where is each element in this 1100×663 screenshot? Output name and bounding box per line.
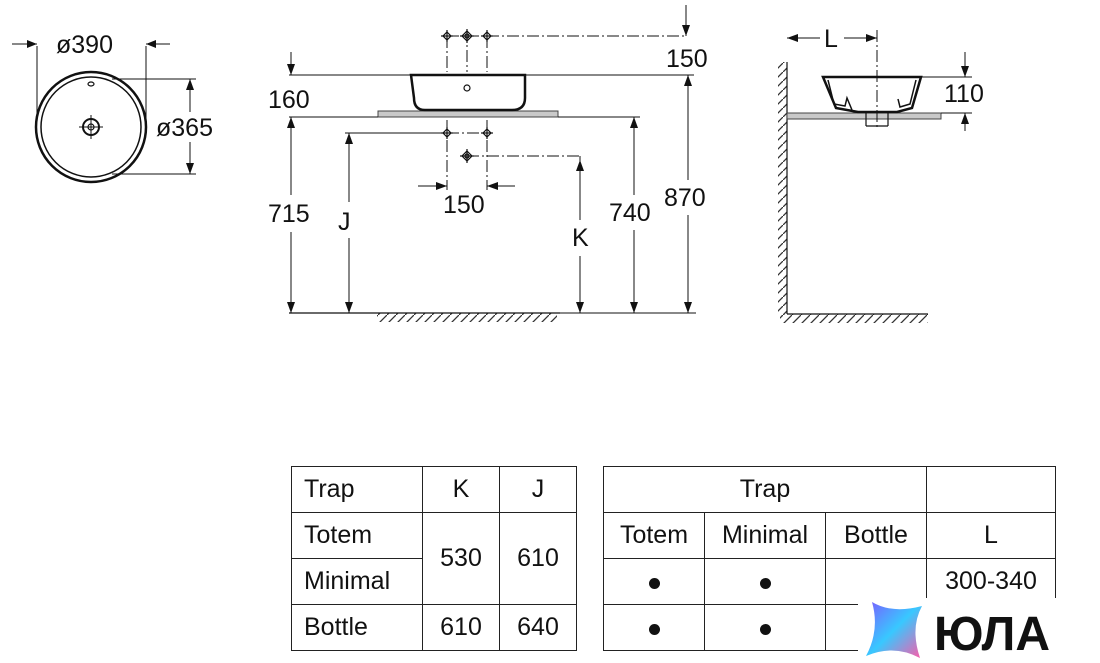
side-floor-hatch	[780, 314, 928, 323]
wall-hatch	[778, 62, 787, 316]
dim-110: 110	[944, 80, 984, 108]
dot-minimal-2	[704, 604, 826, 651]
header-minimal: Minimal	[704, 512, 826, 559]
dim-150-top: 150	[666, 45, 708, 73]
dot-totem-2	[603, 604, 705, 651]
countertop	[377, 110, 559, 118]
watermark-logo: ЮЛА	[858, 598, 1100, 663]
overflow-hole-front	[463, 84, 471, 92]
l-range: 300-340	[926, 558, 1056, 605]
row-bottle: Bottle	[291, 604, 423, 651]
bullet-icon	[759, 624, 771, 635]
j-bottle: 640	[499, 604, 577, 651]
outer-diameter-label: ø390	[56, 31, 113, 59]
bullet-icon	[648, 624, 660, 635]
dim-870: 870	[664, 184, 706, 212]
k-bottle: 610	[422, 604, 500, 651]
side-countertop	[786, 112, 942, 120]
dim-160: 160	[268, 86, 310, 114]
logo-star-icon	[866, 602, 922, 658]
dot-minimal-1	[704, 558, 826, 605]
header-totem: Totem	[603, 512, 705, 559]
header-j: J	[499, 466, 577, 513]
dim-715: 715	[268, 200, 310, 228]
floor-hatch	[377, 313, 557, 322]
side-view	[778, 30, 972, 323]
basin-front	[409, 73, 527, 112]
dim-740: 740	[609, 199, 651, 227]
bullet-icon	[759, 578, 771, 589]
top-view	[12, 40, 196, 184]
row-minimal: Minimal	[291, 558, 423, 605]
row-totem: Totem	[291, 512, 423, 559]
drain-icon	[79, 115, 103, 139]
header-empty	[926, 466, 1056, 513]
technical-drawing: ø390 ø365	[12, 5, 984, 323]
cell-bottle-1	[825, 558, 927, 605]
header-trap-title: Trap	[603, 466, 927, 513]
header-k: K	[422, 466, 500, 513]
label-j: J	[338, 208, 351, 236]
header-l: L	[926, 512, 1056, 559]
label-l: L	[824, 25, 838, 53]
label-k: K	[572, 224, 589, 252]
dim-150-waste: 150	[443, 191, 485, 219]
trap-height-table: Trap K J Totem 530 610 Minimal Bottle 61…	[291, 466, 577, 651]
header-bottle: Bottle	[825, 512, 927, 559]
overflow-hole	[87, 81, 95, 87]
front-view	[287, 5, 696, 322]
header-trap: Trap	[291, 466, 423, 513]
j-totem-minimal: 610	[499, 512, 577, 605]
dot-totem-1	[603, 558, 705, 605]
basin-section	[821, 75, 923, 114]
basin-inner-rim	[40, 76, 142, 178]
basin-outer-rim	[34, 70, 148, 184]
inner-diameter-label: ø365	[156, 114, 213, 142]
k-totem-minimal: 530	[422, 512, 500, 605]
waste-marks	[441, 29, 493, 163]
bullet-icon	[648, 578, 660, 589]
watermark-text: ЮЛА	[934, 608, 1050, 661]
